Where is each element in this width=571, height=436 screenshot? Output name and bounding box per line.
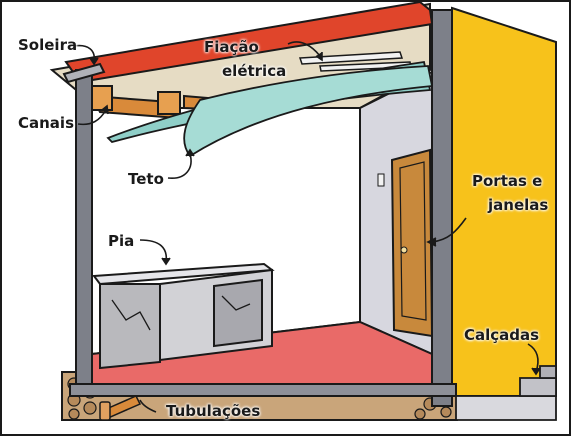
ceiling-sheets (106, 60, 434, 158)
sink-counter (92, 262, 275, 370)
label-pia: Pia (108, 232, 135, 250)
pipes (99, 395, 142, 421)
label-fiacao-line2: elétrica (222, 62, 287, 80)
tubulacoes-arrow (139, 399, 157, 413)
right-column (431, 9, 453, 407)
teto-arrow (167, 153, 192, 179)
label-teto: Teto (128, 170, 164, 188)
floor-slab (69, 383, 457, 397)
label-tubulacoes: Tubulações (166, 402, 261, 420)
door (377, 148, 434, 338)
label-portas-line1: Portas e (472, 172, 543, 190)
sidewalk (455, 365, 557, 421)
label-canais: Canais (18, 114, 75, 132)
pointer-arrows (73, 41, 541, 413)
label-calcadas: Calçadas (464, 326, 540, 344)
label-fiacao-line1: Fiação (204, 38, 259, 56)
label-soleira: Soleira (18, 36, 78, 54)
fiacao-arrow (287, 41, 321, 57)
canais-arrow (77, 109, 107, 126)
label-portas-line2: janelas (488, 196, 549, 214)
threshold (62, 62, 106, 84)
left-column (75, 69, 93, 387)
